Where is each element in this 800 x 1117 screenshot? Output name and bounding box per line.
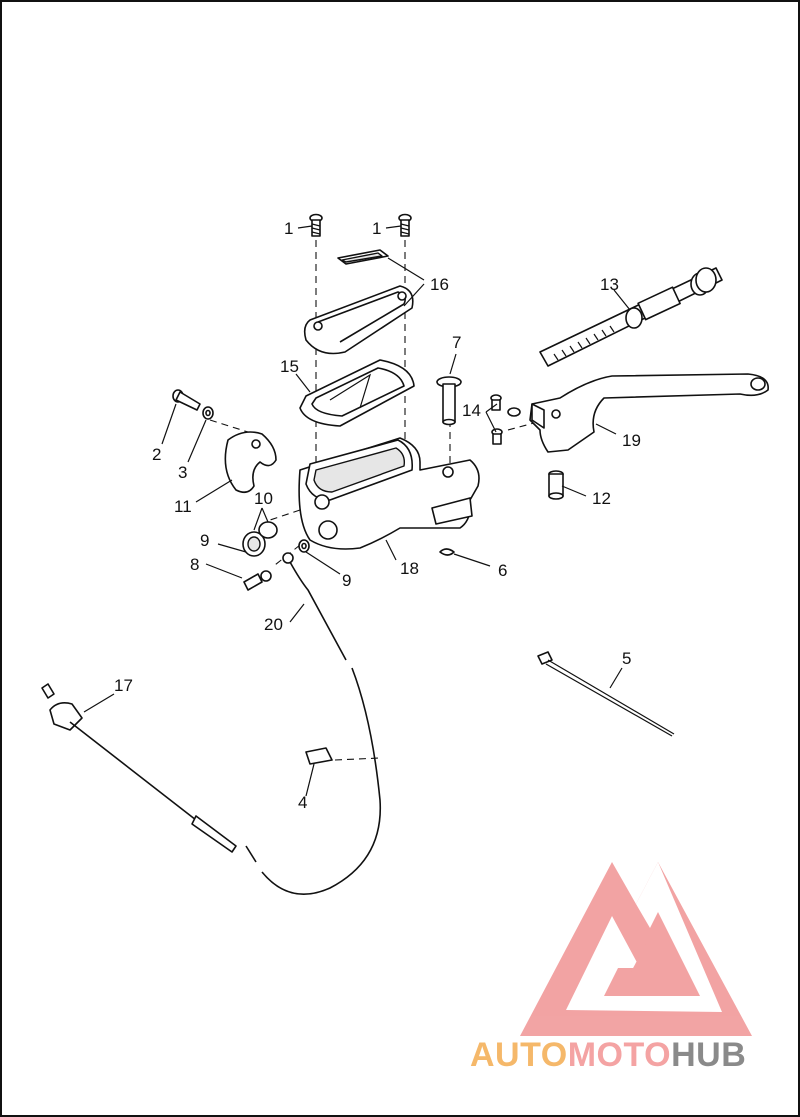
callout-16: 16: [430, 275, 449, 294]
callout-20: 20: [264, 615, 283, 634]
watermark-text: AUTOMOTOHUB: [470, 1036, 746, 1074]
callout-12: 12: [592, 489, 611, 508]
screw-1-right: [398, 213, 412, 237]
washer-3: [202, 406, 214, 420]
piston-assembly-13: [539, 267, 723, 367]
cable-clip-4: [305, 747, 333, 765]
callout-18: 18: [400, 559, 419, 578]
callout-13: 13: [600, 275, 619, 294]
lever-19: [529, 373, 769, 453]
callout-10: 10: [254, 489, 273, 508]
logo-triangle-inner: [566, 862, 722, 1012]
bushing-12: [548, 470, 564, 500]
callout-6: 6: [498, 561, 507, 580]
callout-numbers: 1 1 16 15 7 13 14 19 12 2 3 11 10 9 8 9 …: [114, 219, 641, 812]
watermark-auto: AUTO: [470, 1036, 568, 1074]
watermark-hub: HUB: [671, 1036, 746, 1074]
callout-9-left: 9: [200, 531, 209, 550]
clamp-11: [224, 431, 277, 494]
callout-3: 3: [178, 463, 187, 482]
screw-1-left: [309, 213, 323, 237]
switch-10: [242, 521, 278, 557]
callout-15: 15: [280, 357, 299, 376]
callout-19: 19: [622, 431, 641, 450]
callout-14: 14: [462, 401, 481, 420]
reservoir-cover-16: [303, 249, 414, 355]
clip-6: [439, 548, 455, 556]
screws-14: [490, 394, 521, 445]
pivot-pin-7: [436, 376, 462, 426]
watermark-moto: MOTO: [568, 1036, 671, 1074]
master-cylinder-body-18: [298, 437, 480, 550]
callout-7: 7: [452, 333, 461, 352]
hose-20: [245, 552, 382, 895]
callout-5: 5: [622, 649, 631, 668]
diaphragm-15: [299, 359, 415, 427]
callout-17: 17: [114, 676, 133, 695]
callout-11: 11: [174, 497, 192, 516]
callout-leaders: [83, 225, 631, 797]
watermark-logo: [520, 862, 752, 1036]
cable-strap-5: [537, 651, 675, 737]
logo-triangle-core: [618, 944, 672, 996]
screw-2: [172, 389, 201, 411]
banjo-bolt-8: [243, 570, 272, 591]
callout-9-right: 9: [342, 571, 351, 590]
callout-1-left: 1: [284, 219, 293, 238]
cable-17: [41, 683, 237, 853]
callout-1-right: 1: [372, 219, 381, 238]
callout-8: 8: [190, 555, 199, 574]
svg-text:AUTOMOTOHUB: AUTOMOTOHUB: [470, 1036, 746, 1074]
callout-4: 4: [298, 793, 307, 812]
washer-9-right: [298, 539, 310, 553]
callout-2: 2: [152, 445, 161, 464]
